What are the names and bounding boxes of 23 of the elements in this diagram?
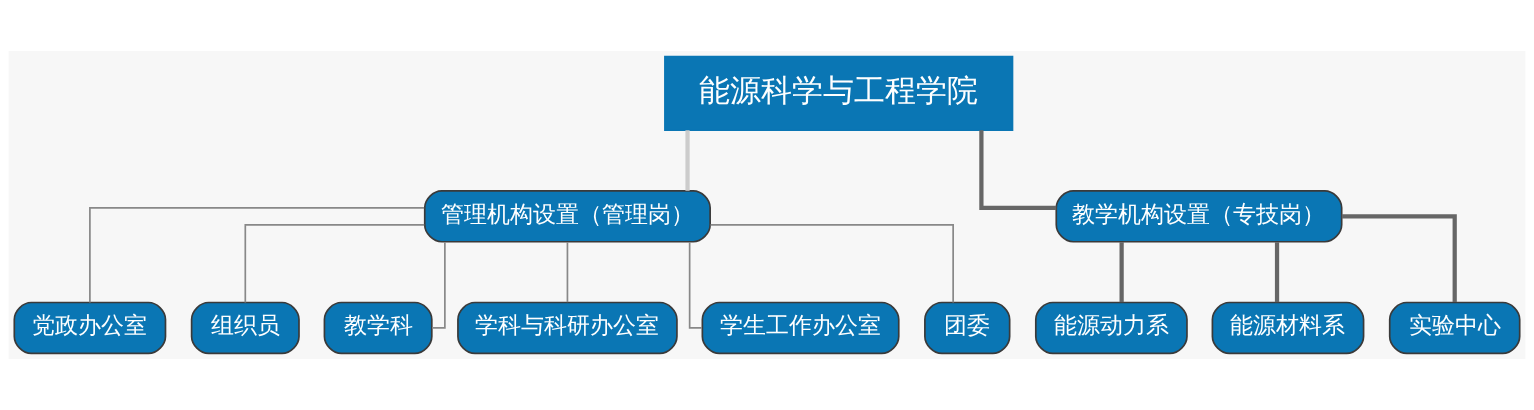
node-box: 管理机构设置（管理岗） [423,190,711,243]
node-box: 学科与科研办公室 [457,301,678,355]
node-box: 能源材料系 [1211,301,1365,355]
node-box: 党政办公室 [13,301,167,355]
connector [685,130,690,191]
connector [688,241,703,329]
node-box: 团委 [924,301,1011,355]
node-box: 能源动力系 [1034,301,1188,355]
node-box: 实验中心 [1388,301,1521,355]
node-box: 组织员 [190,301,300,355]
connector [1119,242,1124,303]
node-box: 学生工作办公室 [701,301,900,355]
node-box: 能源科学与工程学院 [664,55,1014,131]
node-box: 教学科 [323,301,433,355]
connector [979,130,1057,210]
node-box: 教学机构设置（专技岗） [1055,190,1343,243]
connector [431,241,446,329]
connector [1341,214,1457,303]
connector [1274,242,1280,303]
connector [244,223,426,304]
connector [709,223,954,304]
connector [89,207,425,304]
connector [566,241,569,304]
